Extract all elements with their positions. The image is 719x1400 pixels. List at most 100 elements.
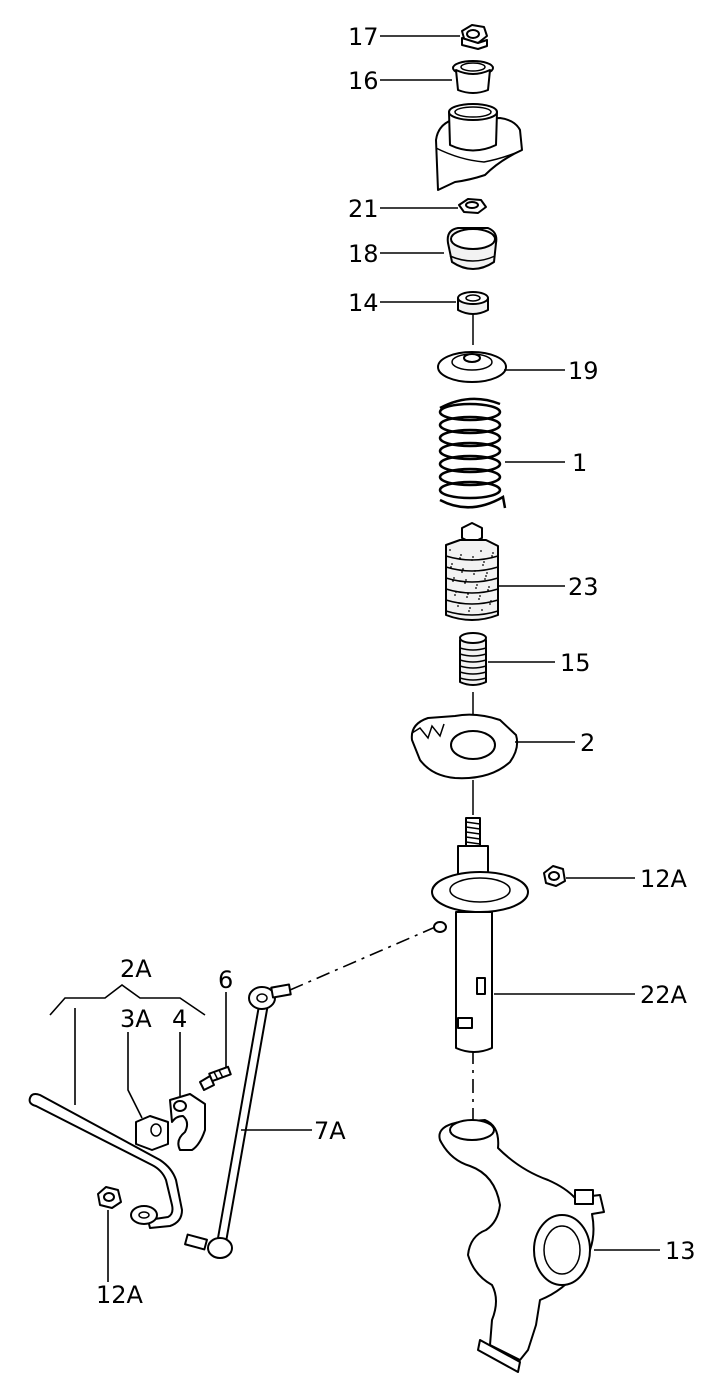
rod-thread	[465, 831, 481, 835]
spring-coil	[438, 402, 502, 422]
label-4: 4	[172, 1005, 187, 1033]
boot-rib	[445, 588, 499, 594]
label-15: 15	[560, 649, 591, 677]
label-17: 17	[348, 23, 379, 51]
bump-rib	[459, 653, 487, 657]
bump-rib	[459, 647, 487, 651]
bump-rib	[459, 677, 487, 681]
label-12a-bottom: 12A	[96, 1281, 144, 1309]
strut-mount-icon	[435, 103, 523, 191]
label-21: 21	[348, 195, 379, 223]
label-18: 18	[348, 240, 379, 268]
boot-rib	[445, 599, 499, 605]
boot-texture-dot	[483, 561, 485, 563]
label-2: 2	[580, 729, 595, 757]
bush-icon	[135, 1115, 169, 1151]
boot-texture-dot	[488, 586, 490, 588]
label-7a: 7A	[314, 1117, 346, 1145]
boot-texture-dot	[449, 549, 451, 551]
label-1: 1	[572, 449, 587, 477]
rod-thread	[465, 836, 481, 840]
spring-coil	[438, 428, 502, 448]
boot-texture-dot	[474, 570, 476, 572]
boot-texture-dot	[484, 578, 486, 580]
boot-texture-dot	[481, 609, 483, 611]
boot-texture-dot	[469, 607, 471, 609]
boot-texture-dot	[489, 603, 491, 605]
label-22a: 22A	[640, 981, 688, 1009]
part-labels: 17 16 21 18 14 19 1 23 15 2 12A 22A 2A 3…	[96, 23, 696, 1309]
boot-texture-dot	[468, 610, 470, 612]
boot-texture-dot	[454, 594, 456, 596]
label-12a-right: 12A	[640, 865, 688, 893]
boot-texture-dot	[476, 584, 478, 586]
rod-thread	[465, 826, 481, 830]
nut-icon	[543, 865, 566, 887]
bump-rib	[459, 671, 487, 675]
strut-mount-icon	[446, 227, 498, 270]
dust-boot-icon	[445, 522, 499, 621]
boot-texture-dot	[450, 566, 452, 568]
label-14: 14	[348, 289, 379, 317]
leader-lines	[49, 35, 660, 1282]
boot-texture-dot	[467, 593, 469, 595]
boot-texture-dot	[457, 605, 459, 607]
boot-texture-dot	[455, 591, 457, 593]
boot-rib	[445, 610, 499, 616]
wheel-bearing-housing-icon	[438, 1119, 605, 1373]
boot-texture-dot	[459, 557, 461, 559]
label-19: 19	[568, 357, 599, 385]
cap-icon	[452, 60, 494, 94]
spring-pad-icon	[410, 713, 519, 780]
boot-texture-dot	[451, 563, 453, 565]
boot-texture-dot	[461, 571, 463, 573]
bump-rib	[459, 665, 487, 669]
shock-absorber-icon	[431, 817, 529, 1053]
boot-texture-dot	[480, 550, 482, 552]
spring-pad-icon	[437, 351, 507, 383]
boot-texture-dot	[475, 587, 477, 589]
spring-coil	[438, 454, 502, 474]
bump-stop-icon	[459, 632, 487, 686]
boot-texture-dot	[479, 595, 481, 597]
rod-thread	[465, 821, 481, 825]
bump-rib	[459, 659, 487, 663]
label-23: 23	[568, 573, 599, 601]
spring-coil	[438, 415, 502, 435]
spring-coil	[438, 467, 502, 487]
boot-texture-dot	[462, 568, 464, 570]
strut-axis-lines	[289, 312, 474, 1120]
boot-texture-dot	[482, 564, 484, 566]
boot-texture-dot	[458, 602, 460, 604]
boot-texture-dot	[490, 600, 492, 602]
boot-rib	[445, 566, 499, 572]
boot-texture-dot	[486, 572, 488, 574]
boot-texture-dot	[453, 577, 455, 579]
boot-texture-dot	[492, 552, 494, 554]
boot-texture-dot	[466, 596, 468, 598]
label-2a: 2A	[120, 955, 152, 983]
boot-texture-dot	[478, 598, 480, 600]
stabilizer-bar-icon	[28, 1093, 183, 1229]
nut-icon	[461, 24, 488, 50]
spring-coil	[438, 441, 502, 461]
boot-texture-dot	[473, 573, 475, 575]
boot-rib	[445, 577, 499, 583]
coil-spring-icon	[438, 397, 507, 509]
label-16: 16	[348, 67, 379, 95]
boot-texture-dot	[485, 575, 487, 577]
spring-pad-icon	[457, 291, 489, 315]
label-6: 6	[218, 966, 233, 994]
boot-texture-dot	[460, 554, 462, 556]
boot-texture-dot	[452, 580, 454, 582]
nut-icon	[458, 198, 487, 214]
label-13: 13	[665, 1237, 696, 1265]
boot-texture-dot	[491, 555, 493, 557]
clamp-icon	[169, 1093, 206, 1151]
boot-texture-dot	[464, 582, 466, 584]
rod-thread	[465, 841, 481, 845]
boot-texture-dot	[465, 579, 467, 581]
label-3a: 3A	[120, 1005, 152, 1033]
bolt-icon	[199, 1065, 232, 1091]
boot-texture-dot	[471, 559, 473, 561]
